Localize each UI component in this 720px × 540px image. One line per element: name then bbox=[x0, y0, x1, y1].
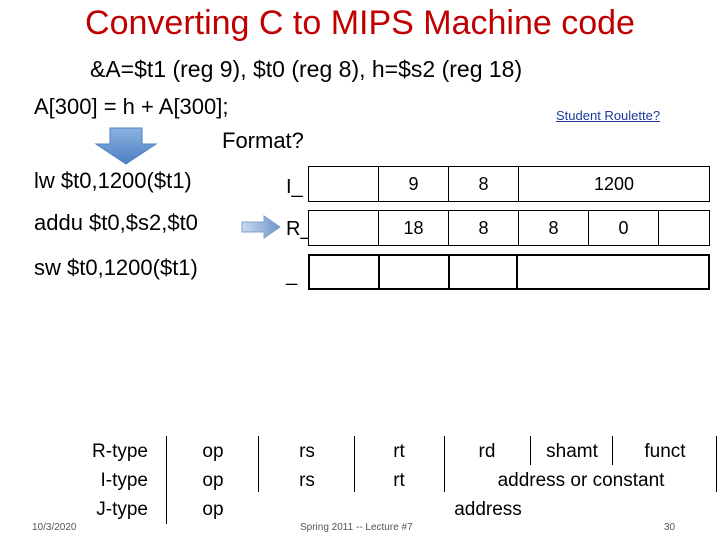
encoding-cell-rt[interactable] bbox=[450, 256, 518, 288]
legend-op-column: op op op bbox=[170, 437, 256, 524]
format-label-addu: R_ bbox=[286, 218, 312, 240]
legend-divider bbox=[354, 436, 355, 492]
legend-divider bbox=[166, 436, 167, 524]
legend-funct: funct bbox=[644, 441, 686, 462]
encoding-cell-shamt[interactable]: 0 bbox=[589, 211, 659, 245]
right-arrow-icon bbox=[241, 215, 281, 239]
legend-divider bbox=[530, 436, 531, 465]
student-roulette-link[interactable]: Student Roulette? bbox=[556, 108, 661, 123]
legend-rs-i: rs bbox=[299, 470, 315, 491]
c-statement: A[300] = h + A[300]; bbox=[34, 94, 229, 119]
encoding-row-lw: 9 8 1200 bbox=[308, 166, 710, 202]
legend-divider bbox=[258, 436, 259, 492]
encoding-cell-immediate[interactable] bbox=[518, 256, 708, 288]
slide-subtitle: &A=$t1 (reg 9), $t0 (reg 8), h=$s2 (reg … bbox=[90, 56, 523, 82]
legend-rd: rd bbox=[478, 441, 496, 462]
legend-divider bbox=[716, 436, 717, 492]
legend-rs-r: rs bbox=[299, 441, 315, 462]
type-label-j: J-type bbox=[96, 499, 148, 520]
encoding-row-sw bbox=[308, 254, 710, 290]
instruction-lw: lw $t0,1200($t1) bbox=[34, 168, 192, 193]
legend-divider bbox=[612, 436, 613, 465]
slide-title: Converting C to MIPS Machine code bbox=[85, 4, 635, 42]
instruction-sw: sw $t0,1200($t1) bbox=[34, 255, 198, 280]
format-label-sw: _ bbox=[286, 264, 298, 286]
legend-op-i: op bbox=[202, 470, 224, 491]
legend-divider bbox=[444, 436, 445, 492]
legend-rt-i: rt bbox=[393, 470, 405, 491]
legend-op-j: op bbox=[202, 499, 224, 520]
format-type-labels: R-type I-type J-type bbox=[82, 437, 148, 524]
encoding-cell-rs[interactable]: 18 bbox=[379, 211, 449, 245]
format-label-lw: I_ bbox=[286, 176, 303, 198]
encoding-cell-rt[interactable]: 8 bbox=[449, 211, 519, 245]
footer-course: Spring 2011 -- Lecture #7 bbox=[300, 522, 413, 533]
encoding-cell-op[interactable] bbox=[309, 167, 379, 201]
encoding-cell-op[interactable] bbox=[309, 211, 379, 245]
encoding-row-addu: 18 8 8 0 bbox=[308, 210, 710, 246]
format-question: Format? bbox=[222, 128, 304, 153]
down-arrow-icon bbox=[94, 127, 158, 165]
instruction-addu: addu $t0,$s2,$t0 bbox=[34, 210, 198, 235]
legend-op-r: op bbox=[202, 441, 224, 462]
legend-shamt: shamt bbox=[546, 441, 598, 462]
encoding-cell-rs[interactable]: 9 bbox=[379, 167, 449, 201]
encoding-cell-op[interactable] bbox=[310, 256, 380, 288]
encoding-cell-funct[interactable] bbox=[659, 211, 709, 245]
legend-j-address: address bbox=[454, 499, 522, 520]
encoding-cell-rs[interactable] bbox=[380, 256, 450, 288]
encoding-cell-immediate[interactable]: 1200 bbox=[593, 173, 635, 194]
legend-rs-column: rs rs bbox=[262, 437, 352, 495]
type-label-r: R-type bbox=[92, 441, 148, 462]
encoding-cell-rt[interactable]: 8 bbox=[449, 167, 519, 201]
footer-page-number: 30 bbox=[664, 522, 676, 533]
type-label-i: I-type bbox=[100, 470, 148, 491]
footer-date: 10/3/2020 bbox=[32, 522, 77, 533]
encoding-cell-rd[interactable]: 8 bbox=[519, 211, 589, 245]
legend-rt-column: rt rt bbox=[356, 437, 442, 495]
legend-i-address: address or constant bbox=[497, 470, 665, 491]
legend-rt-r: rt bbox=[393, 441, 405, 462]
